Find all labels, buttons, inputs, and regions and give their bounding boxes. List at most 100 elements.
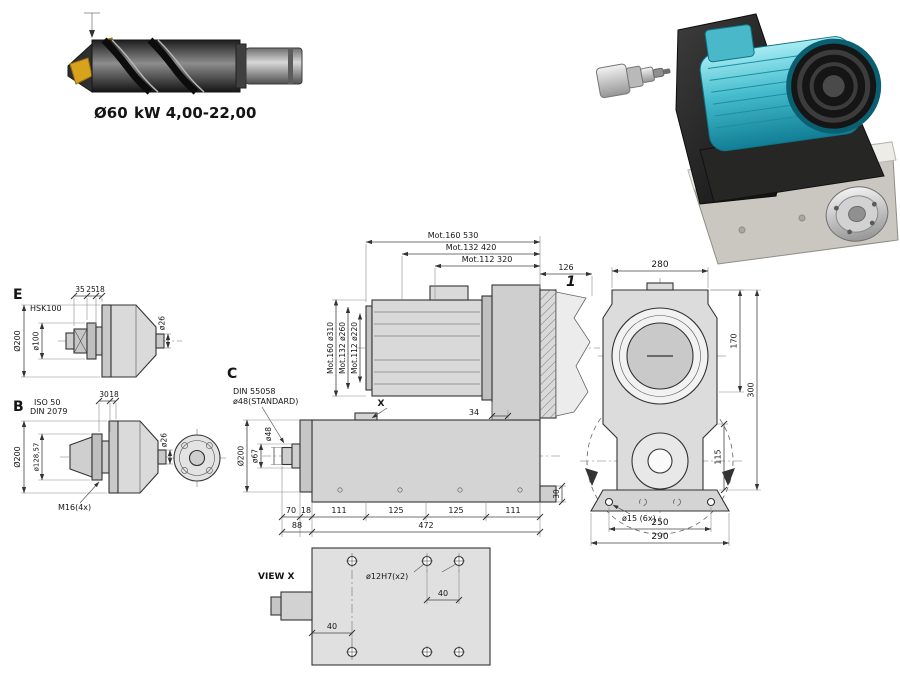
base-hole-left (604, 497, 614, 507)
e-dia-200: Ø200 (12, 330, 22, 352)
spindle-step-67 (291, 443, 301, 469)
fan-hub (822, 75, 845, 98)
base-bolt-1 (738, 226, 746, 234)
lower-boss-bore (647, 448, 673, 474)
side-view-body (281, 284, 591, 503)
view-x-dim-40-top: 40 (438, 589, 448, 598)
front-hole-note: ø15 (6x) (622, 514, 656, 523)
section-e-dimensions: 35 25 18 Ø200 ø100 ø26 (12, 285, 171, 378)
motor-rear-cap (365, 305, 373, 391)
e-tip (65, 332, 75, 350)
motor-flange (481, 295, 493, 401)
drill-flute-2 (147, 37, 199, 95)
spindle-bore-ring (619, 315, 701, 397)
b-bolt-note: M16(4x) (58, 503, 91, 512)
e-dia-26: ø26 (158, 316, 167, 330)
b-taper (69, 436, 93, 478)
view-x-holes (346, 553, 465, 660)
motor-junction-box (429, 285, 469, 301)
e-spacer (95, 326, 103, 356)
dim-30: 30 (552, 489, 561, 499)
housing-body (311, 419, 541, 503)
spindle-bore (848, 205, 866, 223)
e-dim-18: 18 (95, 285, 105, 294)
drill-flute-1 (101, 37, 153, 95)
view-x: VIEW X ø12H7(x2) 40 (258, 547, 491, 666)
section-e: E HSK100 35 25 18 Ø200 (12, 285, 182, 378)
drill-shank-groove (288, 48, 293, 84)
view-x-shaft (280, 591, 313, 621)
section-c-spec-din: DIN 55058 (233, 387, 276, 396)
dim-472: 472 (418, 521, 433, 530)
chain-dim-125a: 125 (388, 506, 403, 515)
section-b-label: B (13, 399, 24, 415)
machine-photo (595, 13, 899, 265)
dim-280: 280 (651, 260, 668, 270)
motor-fin-lines (374, 311, 480, 385)
chain-dim-125b: 125 (448, 506, 463, 515)
fan-grille-ring-2 (809, 62, 858, 111)
tool-power-label: kW 4,00-22,00 (134, 104, 256, 122)
dim-170: 170 (730, 333, 739, 348)
b-dia-26: ø26 (160, 433, 169, 447)
front-view-dimensions: 280 170 300 115 ø15 (6x) 250 290 (590, 260, 761, 546)
section-c: C DIN 55058 ø48(STANDARD) Ø200 ø67 ø48 (227, 366, 299, 493)
drill-flute-highlight-1 (111, 39, 159, 93)
spindle-nose-photo (825, 186, 889, 242)
b-flange-200 (108, 420, 119, 494)
b-face-bore (188, 449, 206, 467)
b-dim-30: 30 (99, 390, 109, 399)
adapter-step-3 (652, 67, 665, 78)
section-b-front-view (168, 429, 226, 487)
e-dim-35: 35 (75, 285, 85, 294)
section-c-label: C (227, 366, 237, 382)
base-hole-hidden-1 (639, 498, 647, 506)
dim-300: 300 (747, 382, 756, 397)
spindle-tip-48 (281, 446, 293, 466)
tool-adapter (595, 63, 671, 99)
b-spacer (101, 440, 110, 474)
e-flange-200 (101, 304, 112, 378)
e-dia-100: ø100 (32, 331, 41, 350)
chain-dim-111a: 111 (331, 506, 346, 515)
b-pilot (157, 449, 167, 465)
motor-diameter-dimensions: Mot.160 ø310 Mot.132 ø260 Mot.112 ø220 (326, 299, 366, 397)
e-housing (110, 304, 157, 378)
section-b-drawing (60, 420, 176, 494)
section-c-spec-std: ø48(STANDARD) (233, 397, 298, 406)
drill-collar (235, 43, 247, 89)
c-dia-200: Ø200 (237, 446, 246, 466)
dim-115: 115 (714, 449, 723, 464)
b-flange-128 (91, 433, 103, 481)
section-b: B ISO 50 DIN 2079 30 18 Ø200 ø128,57 (12, 390, 226, 512)
view-x-shaft-tip (270, 596, 282, 616)
mot-len-132: Mot.132 420 (446, 243, 497, 252)
dim-34: 34 (469, 408, 479, 417)
tool-diameter-label: Ø60 (94, 104, 128, 122)
b-housing (117, 420, 159, 494)
front-base (590, 489, 730, 512)
motor-terminal-box (704, 24, 755, 63)
dim-88: 88 (292, 521, 302, 530)
view-x-pointer: X (371, 399, 388, 419)
motor-body (371, 299, 483, 397)
gear-housing (491, 284, 541, 421)
fan-grille-ring-1 (797, 49, 871, 123)
c-dia-67: ø67 (251, 449, 260, 463)
swivel-arrow-left (585, 468, 598, 486)
mot-len-112: Mot.112 320 (462, 255, 513, 264)
e-flange-100 (86, 322, 97, 360)
chain-dim-111b: 111 (505, 506, 520, 515)
mot-dia-132: Mot.132 ø260 (338, 322, 347, 374)
base-hole-hidden-2 (673, 498, 681, 506)
drill-flute-highlight-2 (157, 39, 205, 93)
motor-length-dimensions: Mot.160 530 Mot.132 420 Mot.112 320 126 (365, 231, 593, 302)
motor-fins (707, 54, 810, 129)
view-x-hole-note: ø12H7(x2) (366, 572, 408, 581)
swivel-arrow-right (722, 468, 735, 486)
b-face-ring (179, 440, 215, 476)
adapter-tip (663, 68, 671, 75)
section-b-spec-din: DIN 2079 (30, 407, 67, 416)
dim-126: 126 (558, 263, 573, 272)
